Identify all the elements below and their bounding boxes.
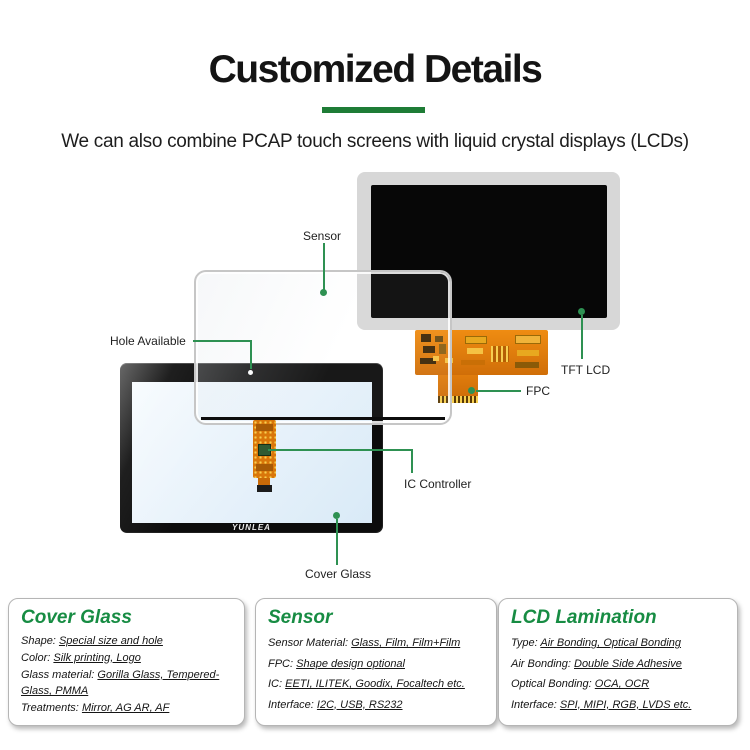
spec-row: FPC: Shape design optional	[268, 654, 484, 675]
spec-label: FPC:	[268, 657, 294, 670]
title-underline	[322, 107, 425, 113]
spec-value: OCA, OCR	[594, 678, 650, 690]
fpc-component	[433, 356, 439, 361]
spec-label: Color:	[21, 651, 51, 664]
spec-label: Interface:	[511, 698, 557, 711]
spec-row: Sensor Material: Glass, Film, Film+Film	[268, 633, 484, 654]
ic-pad	[256, 424, 273, 431]
fpc-pins	[438, 396, 478, 403]
spec-label: Type:	[511, 637, 538, 649]
ic-pad	[256, 464, 273, 471]
ic-controller	[253, 420, 276, 492]
sensor-tail-line	[201, 417, 445, 420]
hole-available-label: Hole Available	[110, 334, 186, 348]
fpc-component	[423, 346, 435, 353]
fpc-component	[515, 335, 541, 344]
sensor-label: Sensor	[303, 229, 342, 243]
spec-row: Type: Air Bonding, Optical Bonding	[511, 633, 725, 654]
cover-glass-screen	[132, 382, 372, 523]
spec-label: Interface:	[268, 698, 314, 711]
fpc-leader-line	[476, 390, 521, 392]
brand-logo: YUNLEA	[232, 523, 271, 532]
spec-label: Air Bonding:	[511, 657, 571, 670]
spec-label: Glass material:	[21, 668, 95, 681]
card-lcd-lamination: LCD Lamination Type: Air Bonding, Optica…	[498, 598, 738, 726]
fpc-component	[445, 358, 453, 363]
spec-value: SPI, MIPI, RGB, LVDS etc.	[559, 698, 692, 711]
ic-leader-line-h	[268, 449, 413, 451]
card-title: Cover Glass	[21, 607, 132, 628]
spec-row: Glass material: Gorilla Glass, Tempered-…	[21, 667, 232, 701]
cover-glass: YUNLEA	[120, 363, 383, 533]
sensor-leader-line	[323, 243, 325, 290]
fpc-component	[435, 336, 443, 342]
spec-value: Silk printing, Logo	[53, 651, 141, 664]
spec-value: Double Side Adhesive	[574, 657, 682, 670]
tft-lcd-label: TFT LCD	[561, 363, 611, 377]
card-cover-glass: Cover Glass Shape: Special size and hole…	[8, 598, 245, 726]
spec-label: Treatments:	[21, 702, 79, 715]
spec-value: Shape design optional	[296, 657, 405, 670]
fpc-label: FPC	[526, 384, 550, 398]
spec-label: Shape:	[21, 635, 56, 647]
cover-glass-leader-dot	[333, 512, 340, 519]
hole-leader-line-h	[193, 340, 252, 342]
tft-lcd-screen	[371, 185, 607, 318]
ic-strip	[253, 420, 276, 478]
tft-lcd-module	[357, 172, 620, 330]
hole-leader-line-v	[250, 340, 252, 369]
fpc-component	[439, 344, 446, 354]
spec-label: Optical Bonding:	[511, 678, 592, 690]
spec-row: Shape: Special size and hole	[21, 633, 232, 650]
fpc-component	[420, 358, 436, 364]
fpc-component	[467, 348, 483, 354]
fpc-cable	[415, 330, 548, 410]
spec-value: EETI, ILITEK, Goodix, Focaltech etc.	[285, 678, 465, 690]
fpc-component	[461, 360, 485, 365]
spec-value: Special size and hole	[58, 635, 163, 647]
spec-row: Color: Silk printing, Logo	[21, 650, 232, 667]
spec-row: Treatments: Mirror, AG AR, AF	[21, 700, 232, 717]
spec-value: Mirror, AG AR, AF	[81, 702, 170, 715]
spec-value: I2C, USB, RS232	[316, 698, 403, 711]
tft-lcd-leader-line	[581, 315, 583, 359]
spec-value: Air Bonding, Optical Bonding	[540, 637, 682, 649]
fpc-connector-stripes	[491, 346, 509, 362]
fpc-component	[465, 336, 487, 344]
sensor-leader-dot	[320, 289, 327, 296]
card-title: Sensor	[268, 607, 333, 628]
fpc-component	[515, 362, 539, 368]
spec-label: IC:	[268, 678, 283, 690]
tft-lcd-leader-dot	[578, 308, 585, 315]
spec-row: Air Bonding: Double Side Adhesive	[511, 654, 725, 675]
ic-leader-line-v	[411, 449, 413, 473]
cover-glass-label: Cover Glass	[305, 567, 372, 581]
card-sensor: Sensor Sensor Material: Glass, Film, Fil…	[255, 598, 497, 726]
fpc-body	[415, 330, 548, 375]
spec-value: Gorilla Glass, Tempered-Glass, PMMA	[21, 668, 220, 698]
fpc-component	[517, 350, 539, 356]
ic-controller-label: IC Controller	[404, 477, 472, 491]
spec-row: Interface: SPI, MIPI, RGB, LVDS etc.	[511, 695, 725, 716]
ic-tail	[258, 478, 270, 486]
spec-row: Interface: I2C, USB, RS232	[268, 695, 484, 716]
fpc-leader-dot	[468, 387, 475, 394]
spec-row: IC: EETI, ILITEK, Goodix, Focaltech etc.	[268, 674, 484, 695]
cover-glass-leader-line	[336, 519, 338, 565]
page-title: Customized Details	[208, 48, 543, 91]
fpc-component	[421, 334, 431, 342]
camera-hole	[248, 370, 253, 375]
ic-connector	[257, 485, 272, 492]
spec-row: Optical Bonding: OCA, OCR	[511, 674, 725, 695]
spec-label: Sensor Material:	[268, 637, 349, 649]
page-subtitle: We can also combine PCAP touch screens w…	[61, 131, 689, 152]
card-title: LCD Lamination	[511, 607, 657, 628]
spec-value: Glass, Film, Film+Film	[351, 637, 461, 649]
